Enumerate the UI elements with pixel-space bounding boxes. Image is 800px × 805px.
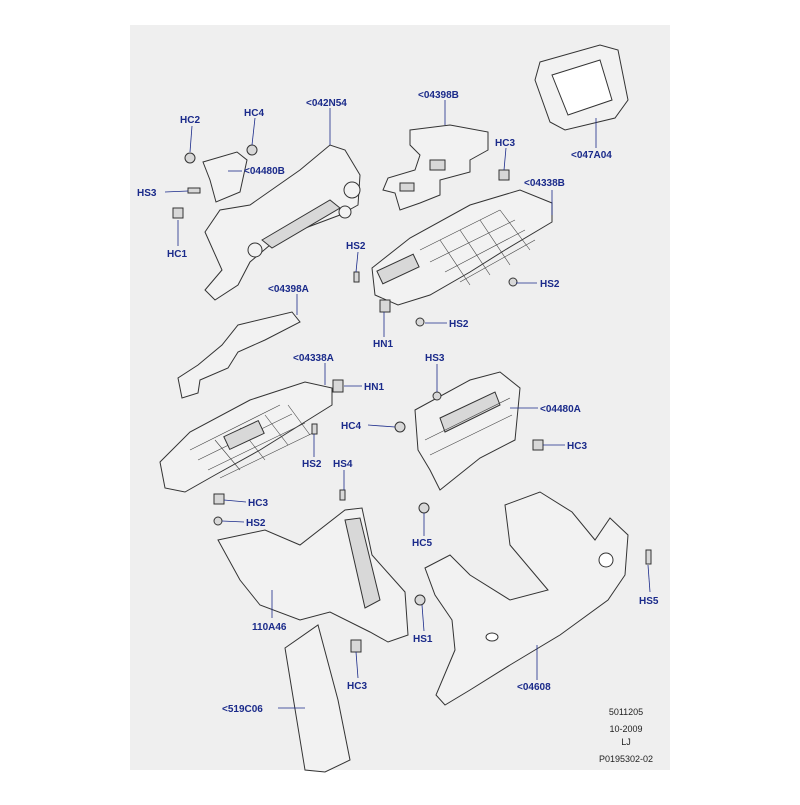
callout-042n54[interactable]: <042N54 (306, 98, 347, 109)
callout-hn1-b[interactable]: HN1 (364, 382, 384, 393)
fastener-hc1 (172, 207, 184, 219)
fastener-hs5 (645, 549, 652, 565)
fastener-hc3-mid (532, 439, 544, 451)
diagram-panel (130, 25, 670, 770)
callout-hs2-b[interactable]: HS2 (540, 279, 560, 290)
fastener-hc3-low (213, 493, 225, 505)
fastener-hs2-e (213, 516, 223, 526)
fastener-hs2-c (415, 317, 425, 327)
callout-04608[interactable]: <04608 (517, 682, 551, 693)
reference-initials: LJ (621, 737, 631, 747)
part-04480b-trim[interactable] (202, 151, 248, 203)
callout-hc3-mid[interactable]: HC3 (567, 441, 587, 452)
fastener-hc5 (418, 502, 430, 514)
callout-047a04[interactable]: <047A04 (571, 150, 612, 161)
callout-hs2-e[interactable]: HS2 (246, 518, 266, 529)
fastener-hs2-a (353, 271, 360, 283)
reference-block: 5011205 10-2009 LJ P0195302-02 (599, 707, 653, 764)
callout-04338a[interactable]: <04338A (293, 353, 334, 364)
callout-110a46[interactable]: 110A46 (252, 622, 287, 633)
callout-hn1-a[interactable]: HN1 (373, 339, 393, 350)
callout-hc2[interactable]: HC2 (180, 115, 200, 126)
fastener-hc2 (184, 152, 196, 164)
fastener-hs3-left (187, 187, 201, 194)
leader-lines (164, 100, 651, 709)
fastener-hs4 (339, 489, 346, 501)
fastener-hs3-mid (432, 391, 442, 401)
reference-drawing-id: P0195302-02 (599, 754, 653, 764)
callout-04480a[interactable]: <04480A (540, 404, 581, 415)
fastener-hs1 (414, 594, 426, 606)
part-04398b-insulator[interactable] (382, 124, 489, 211)
part-04608-lower-cover[interactable] (424, 491, 629, 706)
callout-04480b[interactable]: <04480B (244, 166, 285, 177)
part-042n54-bezel[interactable] (204, 144, 361, 301)
part-04480a-bracket[interactable] (414, 371, 521, 491)
part-519c06-panel[interactable] (284, 624, 351, 773)
part-110a46-side-panel[interactable] (217, 507, 409, 643)
callout-labels: HC2 HC4 <042N54 <04480B HS3 HC1 <04398B … (137, 90, 659, 715)
fastener-hn1-b (332, 379, 344, 393)
fastener-hc4-mid (394, 421, 406, 433)
fastener-hs2-b (508, 277, 518, 287)
callout-hc3-low[interactable]: HC3 (248, 498, 268, 509)
callout-hs2-d[interactable]: HS2 (302, 459, 322, 470)
callout-hc4-top[interactable]: HC4 (244, 108, 264, 119)
callout-04398a[interactable]: <04398A (268, 284, 309, 295)
reference-number: 5011205 (609, 707, 643, 717)
fastener-hc3-top (498, 169, 510, 181)
part-04338b-liner[interactable] (371, 189, 553, 306)
callout-hs5[interactable]: HS5 (639, 596, 659, 607)
callout-519c06[interactable]: <519C06 (222, 704, 263, 715)
callout-hc3-top[interactable]: HC3 (495, 138, 515, 149)
callout-hc4-mid[interactable]: HC4 (341, 421, 361, 432)
fastener-hs2-d (311, 423, 318, 435)
callout-hc3-bottom[interactable]: HC3 (347, 681, 367, 692)
callout-hs4[interactable]: HS4 (333, 459, 353, 470)
part-04398a-insulator[interactable] (177, 311, 301, 399)
part-047a04-frame[interactable] (534, 44, 629, 131)
callout-hs3-left[interactable]: HS3 (137, 188, 157, 199)
callout-hs1[interactable]: HS1 (413, 634, 433, 645)
callout-04338b[interactable]: <04338B (524, 178, 565, 189)
callout-hs3-mid[interactable]: HS3 (425, 353, 445, 364)
fastener-hc3-bottom (350, 639, 362, 653)
fastener-hc4-top (246, 144, 258, 156)
callout-04398b[interactable]: <04398B (418, 90, 459, 101)
fastener-hn1-a (379, 299, 391, 313)
part-04338a-liner[interactable] (159, 381, 333, 493)
callout-hs2-a[interactable]: HS2 (346, 241, 366, 252)
reference-date: 10-2009 (609, 724, 642, 734)
callout-hc1[interactable]: HC1 (167, 249, 187, 260)
callout-hs2-c[interactable]: HS2 (449, 319, 469, 330)
callout-hc5[interactable]: HC5 (412, 538, 432, 549)
